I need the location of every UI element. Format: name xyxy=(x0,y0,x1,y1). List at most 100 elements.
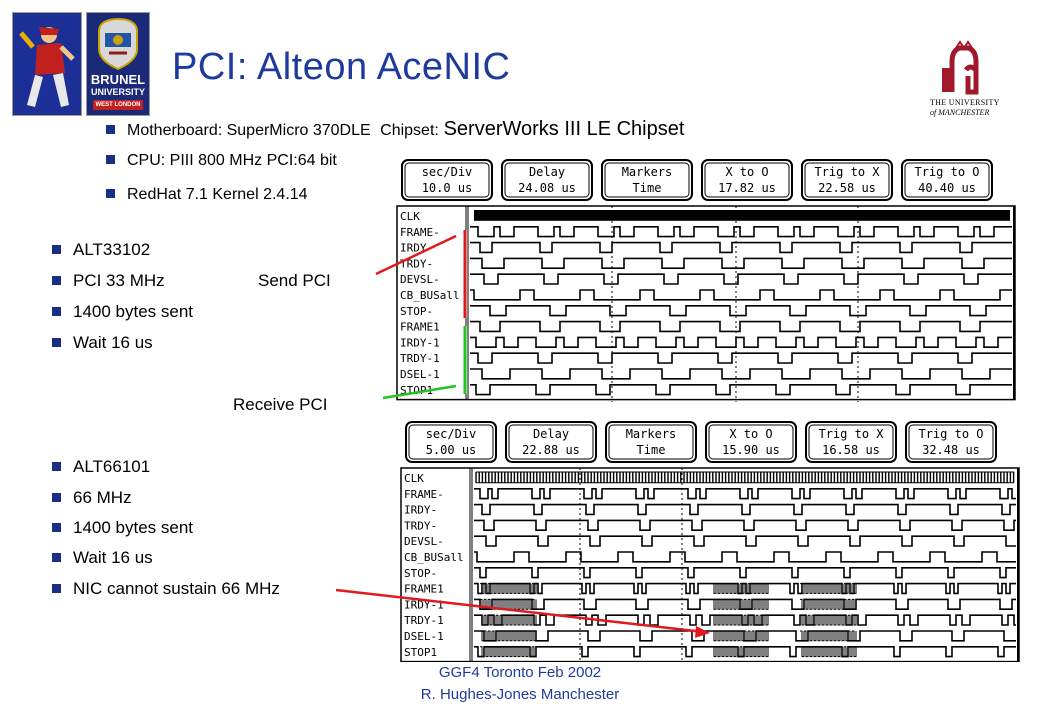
bullet-marker xyxy=(52,338,61,347)
signal-label: STOP1 xyxy=(404,646,437,659)
readout-value: 32.48 us xyxy=(922,443,980,457)
readout-value: 22.58 us xyxy=(818,181,876,195)
signal-trace xyxy=(474,488,1016,500)
bullet-marker xyxy=(52,523,61,532)
readout-label: Delay xyxy=(533,427,569,441)
data-burst-trace xyxy=(480,598,537,610)
signal-trace xyxy=(470,368,1012,380)
readout-value: 16.58 us xyxy=(822,443,880,457)
config-66-item: ALT66101 xyxy=(52,457,150,477)
signal-trace xyxy=(470,289,1012,301)
config-66-item: Wait 16 us xyxy=(52,548,153,568)
analyzer-readout-button[interactable]: X to O17.82 us xyxy=(701,159,793,201)
signal-trace xyxy=(470,336,1012,348)
motherboard-text: Motherboard: SuperMicro 370DLE xyxy=(127,122,371,139)
receive-pci-label: Receive PCI xyxy=(233,395,328,414)
signal-label: TRDY-1 xyxy=(400,352,440,365)
brunel-crest-icon xyxy=(98,17,138,71)
data-burst-trace xyxy=(480,646,537,658)
manchester-logo: THE UNIVERSITY of MANCHESTER xyxy=(922,40,1012,126)
bullet-marker xyxy=(52,553,61,562)
readout-value: Time xyxy=(633,181,662,195)
readout-label: sec/Div xyxy=(426,427,477,441)
config-33-text: 1400 bytes sent xyxy=(73,302,194,321)
readout-label: sec/Div xyxy=(422,165,473,179)
readout-value: 5.00 us xyxy=(426,443,477,457)
analyzer-readout-button[interactable]: sec/Div 5.00 us xyxy=(405,421,497,463)
player-logo xyxy=(12,12,82,116)
readout-value: 40.40 us xyxy=(918,181,976,195)
readout-label: Trig to O xyxy=(914,165,979,179)
cpu-text: CPU: PIII 800 MHz PCI:64 bit xyxy=(127,152,337,169)
config-33-item: Wait 16 us xyxy=(52,333,153,353)
data-burst-trace xyxy=(712,583,769,594)
signal-trace xyxy=(470,320,1012,333)
readout-label: X to O xyxy=(729,427,772,441)
data-burst-trace xyxy=(712,614,769,626)
data-burst-trace xyxy=(712,630,769,642)
data-burst-trace xyxy=(480,630,537,642)
signal-trace xyxy=(474,535,1016,547)
data-burst-trace xyxy=(480,614,537,626)
readout-label: Trig to X xyxy=(814,165,880,179)
config-33-text: Wait 16 us xyxy=(73,333,153,352)
manchester-crest-icon xyxy=(942,40,979,95)
analyzer-readout-button[interactable]: X to O15.90 us xyxy=(705,421,797,463)
analyzer-readout-button[interactable]: sec/Div 10.0 us xyxy=(401,159,493,201)
data-burst-trace xyxy=(800,630,857,642)
signal-label: CLK xyxy=(400,210,420,223)
signal-label: DSEL-1 xyxy=(404,630,444,643)
data-burst-trace xyxy=(800,598,857,610)
bullet-marker xyxy=(52,462,61,471)
signal-label: TRDY-1 xyxy=(404,614,444,627)
readout-label: Trig to O xyxy=(918,427,983,441)
analyzer-readout-button[interactable]: Trig to O 40.40 us xyxy=(901,159,993,201)
bullet-marker xyxy=(52,276,61,285)
signal-trace xyxy=(474,551,1016,563)
config-66-text: 1400 bytes sent xyxy=(73,518,194,537)
chipset-value: ServerWorks III LE Chipset xyxy=(443,118,685,140)
signal-label: STOP- xyxy=(404,567,437,580)
signal-trace xyxy=(470,305,1012,317)
waveform-panel xyxy=(400,467,1020,663)
config-66-item: 66 MHz xyxy=(52,488,132,508)
readout-value: Time xyxy=(637,443,666,457)
bullet-marker xyxy=(52,584,61,593)
bullet-marker xyxy=(52,307,61,316)
signal-trace xyxy=(470,226,1012,238)
analyzer-readout-button[interactable]: Trig to O 32.48 us xyxy=(905,421,997,463)
config-33-item: ALT33102 xyxy=(52,240,150,260)
config-33-item: PCI 33 MHz xyxy=(52,271,165,291)
os-text: RedHat 7.1 Kernel 2.4.14 xyxy=(127,186,308,203)
readout-value: 10.0 us xyxy=(422,181,473,195)
bullet-marker xyxy=(106,189,115,198)
data-burst-trace xyxy=(712,646,769,658)
config-66-text: 66 MHz xyxy=(73,488,132,507)
signal-trace xyxy=(474,519,1016,531)
footer-author: R. Hughes-Jones Manchester xyxy=(420,686,620,703)
bullet-marker xyxy=(52,245,61,254)
chipset-label: Chipset: xyxy=(380,122,439,139)
data-burst-trace xyxy=(800,614,857,626)
readout-label: Markers xyxy=(626,427,677,441)
brunel-name: BRUNEL xyxy=(90,72,146,87)
signal-label: STOP- xyxy=(400,305,433,318)
signal-trace xyxy=(474,503,1016,516)
readout-label: Markers xyxy=(622,165,673,179)
signal-label: FRAME1 xyxy=(404,583,444,596)
analyzer-readout-button[interactable]: Trig to X16.58 us xyxy=(805,421,897,463)
signal-label: DEVSL- xyxy=(404,535,444,548)
signal-trace xyxy=(470,384,1012,396)
readout-value: 24.08 us xyxy=(518,181,576,195)
clock-trace xyxy=(474,210,1010,221)
config-66-text: ALT66101 xyxy=(73,457,151,476)
data-burst-trace xyxy=(712,598,769,610)
readout-label: X to O xyxy=(725,165,768,179)
analyzer-readout-button[interactable]: Trig to X 22.58 us xyxy=(801,159,893,201)
config-33-item: 1400 bytes sent xyxy=(52,302,193,322)
